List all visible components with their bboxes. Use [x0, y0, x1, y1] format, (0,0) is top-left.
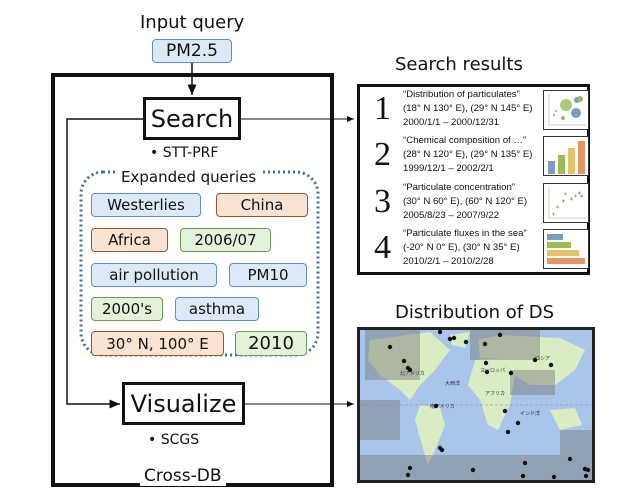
result-name: “Particulate concentration”: [403, 182, 515, 193]
result-dates: 2005/8/23 – 2007/9/22: [403, 210, 500, 221]
map-pin-icon[interactable]: [548, 362, 554, 368]
map-label: 南アメリカ: [430, 403, 455, 410]
map-pin-icon[interactable]: [437, 330, 443, 335]
result-dates: 2000/1/1 – 2000/12/31: [403, 117, 500, 128]
result-rank: 2: [374, 136, 391, 173]
result-coords: (28° N 120° E), (29° N 135° E): [403, 149, 533, 160]
search-method-label: STT-PRF: [162, 145, 219, 161]
map-pin-icon[interactable]: [405, 472, 411, 478]
input-query-box: PM2.5: [152, 39, 232, 63]
scatter-plot-icon: [543, 183, 589, 223]
tag-pm10: PM10: [229, 263, 307, 287]
map-pin-icon[interactable]: [520, 473, 526, 479]
tag-coordinates: 30° N, 100° E: [91, 331, 224, 356]
map-pin-icon[interactable]: [522, 460, 528, 466]
visualize-method: • SCGS: [148, 432, 200, 448]
map-pin-icon[interactable]: [407, 367, 413, 373]
tag-asthma: asthma: [175, 297, 259, 321]
visualize-method-label: SCGS: [160, 432, 200, 448]
map-labels: 北アメリカ 大西洋 アフリカ ヨーロッパ ロシア 南アメリカ インド洋: [400, 356, 550, 417]
result-coords: (-20° N 0° E), (30° N 35° E): [403, 242, 520, 253]
tag-2010: 2010: [235, 331, 307, 356]
result-rank: 4: [374, 229, 391, 266]
map-label: 大西洋: [445, 380, 460, 387]
world-map[interactable]: 北アメリカ 大西洋 アフリカ ヨーロッパ ロシア 南アメリカ インド洋: [357, 327, 595, 483]
result-coords: (30° N 60° E), (60° N 120° E): [403, 196, 528, 207]
map-pin-icon[interactable]: [497, 332, 503, 338]
map-title: Distribution of DS: [395, 302, 555, 323]
result-name: “Distribution of particulates”: [403, 89, 520, 100]
result-rank: 1: [374, 90, 391, 127]
result-item[interactable]: 2 “Chemical composition of …” (28° N 120°…: [360, 133, 593, 179]
map-pin-icon[interactable]: [451, 335, 457, 341]
result-dates: 2010/2/1 – 2010/2/28: [403, 256, 494, 267]
map-pin-icon[interactable]: [387, 344, 393, 350]
map-label: アフリカ: [485, 391, 505, 397]
search-results-title: Search results: [395, 54, 523, 75]
map-pin-icon[interactable]: [532, 357, 538, 363]
tag-china: China: [216, 193, 308, 217]
bubble-chart-icon: [543, 90, 589, 130]
result-item[interactable]: 1 “Distribution of particulates” (18° N 1…: [360, 87, 593, 133]
map-label: インド洋: [520, 410, 540, 417]
result-coords: (18° N 130° E), (29° N 145° E): [403, 103, 533, 114]
map-pin-icon[interactable]: [551, 474, 557, 480]
map-pin-icon[interactable]: [567, 456, 573, 462]
tag-2000s: 2000's: [91, 297, 163, 321]
map-label: ロシア: [535, 356, 550, 362]
map-pin-icon[interactable]: [401, 358, 407, 364]
map-pin-icon[interactable]: [482, 341, 488, 347]
result-dates: 1999/12/1 – 2002/2/1: [403, 163, 494, 174]
map-pin-icon[interactable]: [407, 465, 413, 471]
tag-2006-07: 2006/07: [180, 228, 271, 252]
tag-westerlies: Westerlies: [91, 193, 201, 217]
map-pin-icon[interactable]: [433, 403, 439, 409]
result-item[interactable]: 4 “Particulate fluxes in the sea” (-20° N…: [360, 226, 593, 272]
result-name: “Chemical composition of …”: [403, 135, 527, 146]
map-pin-icon[interactable]: [484, 369, 490, 375]
map-pin-icon[interactable]: [483, 360, 489, 366]
visualize-box: Visualize: [122, 382, 245, 425]
input-query-title: Input query: [140, 12, 245, 33]
map-pin-icon[interactable]: [439, 447, 445, 453]
map-label: 北アメリカ: [400, 370, 425, 377]
map-pin-icon[interactable]: [447, 336, 453, 342]
map-pin-icon[interactable]: [583, 473, 589, 479]
search-results-panel: 1 “Distribution of particulates” (18° N 1…: [357, 84, 590, 275]
result-rank: 3: [374, 183, 391, 220]
horizontal-bar-chart-icon: [543, 229, 589, 269]
map-pin-icon[interactable]: [502, 408, 508, 414]
map-pin-icon[interactable]: [505, 429, 511, 435]
search-method: • STT-PRF: [150, 145, 219, 161]
search-box: Search: [143, 97, 241, 140]
tag-africa: Africa: [91, 228, 168, 252]
loop-arrow: [66, 118, 143, 409]
bar-chart-icon: [543, 136, 589, 176]
result-item[interactable]: 3 “Particulate concentration” (30° N 60° …: [360, 180, 593, 226]
map-label: ヨーロッパ: [480, 368, 505, 374]
map-pin-icon[interactable]: [463, 339, 469, 345]
cross-db-label: Cross-DB: [140, 466, 226, 486]
map-pin-icon[interactable]: [585, 467, 591, 473]
map-pin-icon[interactable]: [515, 420, 521, 426]
expanded-queries-title: Expanded queries: [117, 168, 261, 186]
tag-air-pollution: air pollution: [91, 263, 217, 287]
map-pin-icon[interactable]: [508, 370, 514, 376]
result-name: “Particulate fluxes in the sea”: [403, 228, 527, 239]
map-pins: [387, 330, 591, 480]
map-pin-icon[interactable]: [470, 467, 476, 473]
